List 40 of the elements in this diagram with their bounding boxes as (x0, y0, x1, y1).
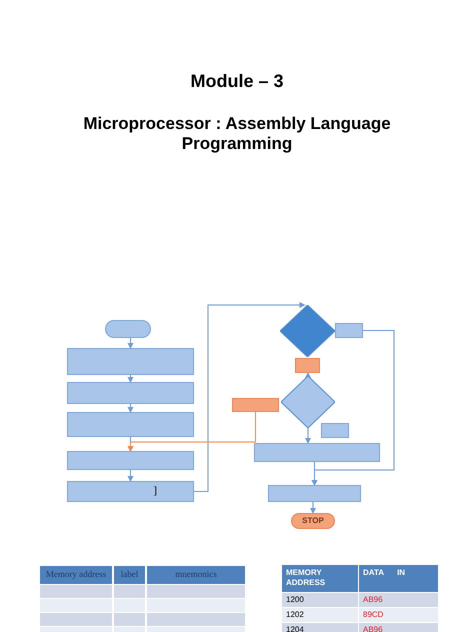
arrow (128, 470, 134, 482)
process-box (232, 398, 279, 412)
process-box (268, 485, 361, 502)
table-header-cell: MEMORY ADDRESS (282, 565, 358, 592)
process-box (67, 348, 194, 375)
arrow (128, 404, 134, 413)
table-cell: 89CD (359, 608, 438, 622)
table-header-cell: label (114, 566, 145, 584)
decision-diamond (280, 305, 335, 357)
arrow (310, 502, 316, 514)
table-cell: AB96 (359, 593, 438, 607)
table-cell: AB96 (359, 623, 438, 632)
process-box (67, 451, 194, 470)
table-header-cell: mnemonics (147, 566, 245, 584)
arrow (128, 374, 134, 383)
terminal-label: STOP (302, 517, 324, 525)
process-box (67, 481, 194, 502)
arrow (128, 338, 134, 349)
process-box (67, 412, 194, 437)
arrow (194, 302, 306, 492)
process-box (295, 358, 320, 373)
decision-diamond (281, 376, 335, 428)
table-cell: 1202 (282, 608, 358, 622)
process-box (67, 382, 194, 404)
subtitle: Microprocessor : Assembly Language Programming (82, 114, 392, 154)
arrow (305, 428, 311, 444)
arrow (128, 412, 256, 452)
arrow (312, 462, 318, 486)
process-box (321, 423, 349, 438)
table-cell: 1204 (282, 623, 358, 632)
terminal-shape (105, 320, 151, 338)
terminal-shape (291, 513, 335, 529)
table-header-cell: Memory address (40, 566, 112, 584)
process-box (335, 323, 363, 338)
box-text: ] (153, 486, 157, 497)
table-cell: 1200 (282, 593, 358, 607)
table-header-cell: DATA IN (359, 565, 438, 592)
title: Module – 3 (189, 70, 284, 93)
arrow (305, 372, 311, 378)
process-box (254, 443, 380, 462)
